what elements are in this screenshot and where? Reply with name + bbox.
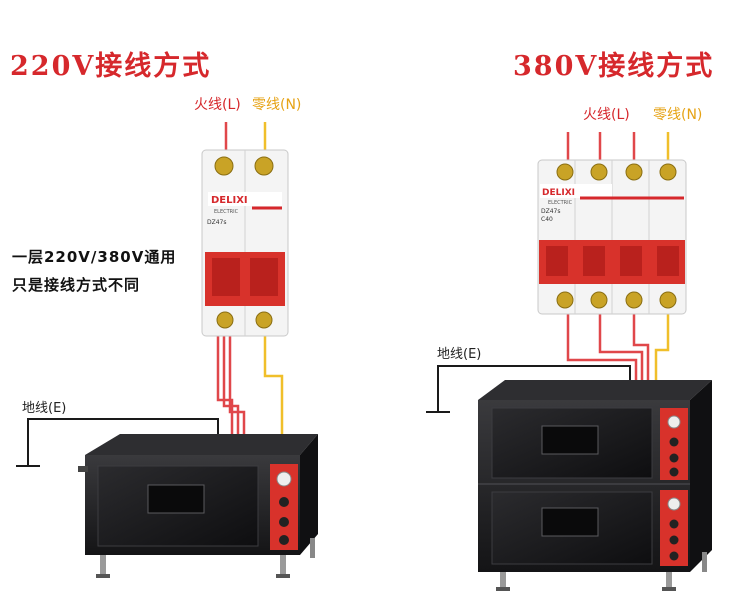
terminal-screw-icon [625, 163, 643, 181]
terminal-screw-icon [255, 311, 273, 329]
live-label-380v: 火线(L) [583, 107, 630, 123]
earth-wire-220v [16, 418, 219, 467]
terminal-screw-icon [254, 156, 274, 176]
terminal-screw-icon [556, 291, 574, 309]
terminal-screw-icon [659, 291, 677, 309]
earth-wire-380v [426, 365, 631, 413]
knob-icon [279, 497, 289, 507]
live-wire-out-220v-3 [228, 332, 246, 436]
terminal-screw-icon [556, 163, 574, 181]
breaker-sub-380v: ELECTRIC [548, 200, 573, 206]
title-220v: 220V接线方式 [10, 51, 212, 82]
terminal-screw-icon [625, 291, 643, 309]
title-380v: 380V接线方式 [513, 51, 715, 82]
terminal-screw-icon [214, 156, 234, 176]
knob-icon [669, 467, 679, 477]
neutral-label-380v: 零线(N) [653, 107, 703, 123]
live-wire-out-380v-1 [566, 312, 638, 382]
live-label-220v: 火线(L) [194, 97, 241, 113]
breaker-rating-380v: C40 [541, 216, 553, 223]
terminal-screw-icon [659, 163, 677, 181]
knob-icon [279, 517, 289, 527]
neutral-wire-out-220v [263, 332, 284, 436]
neutral-wire-out-380v [654, 312, 670, 382]
note-line-2: 只是接线方式不同 [12, 276, 141, 294]
earth-label-380v: 地线(E) [437, 347, 482, 362]
thermometer-icon [276, 471, 292, 487]
thermometer-icon [667, 415, 681, 429]
knob-icon [669, 453, 679, 463]
wires-380v [426, 132, 670, 413]
breaker-model-220v: DZ47s [207, 219, 227, 226]
live-wire-out-380v-3 [632, 312, 650, 382]
oven-double-380v [478, 380, 712, 591]
terminal-screw-icon [216, 311, 234, 329]
knob-icon [669, 535, 679, 545]
oven-single-220v [78, 434, 318, 578]
thermometer-icon [667, 497, 681, 511]
earth-label-220v: 地线(E) [22, 401, 67, 416]
breaker-380v: DELIXI ELECTRIC DZ47s C40 [537, 159, 687, 315]
note-line-1: 一层220V/380V通用 [12, 248, 177, 266]
terminal-screw-icon [590, 291, 608, 309]
knob-icon [669, 437, 679, 447]
neutral-label-220v: 零线(N) [252, 97, 302, 113]
breaker-220v: DELIXI ELECTRIC DZ47s [201, 149, 289, 337]
knob-icon [669, 519, 679, 529]
knob-icon [669, 551, 679, 561]
breaker-brand-380v: DELIXI [542, 188, 575, 198]
breaker-brand-220v: DELIXI [211, 195, 248, 206]
knob-icon [279, 535, 289, 545]
breaker-sub-220v: ELECTRIC [214, 209, 239, 215]
live-wire-out-380v-2 [598, 312, 644, 382]
breaker-model-380v: DZ47s [541, 208, 561, 215]
wires-220v [16, 122, 284, 467]
terminal-screw-icon [590, 163, 608, 181]
